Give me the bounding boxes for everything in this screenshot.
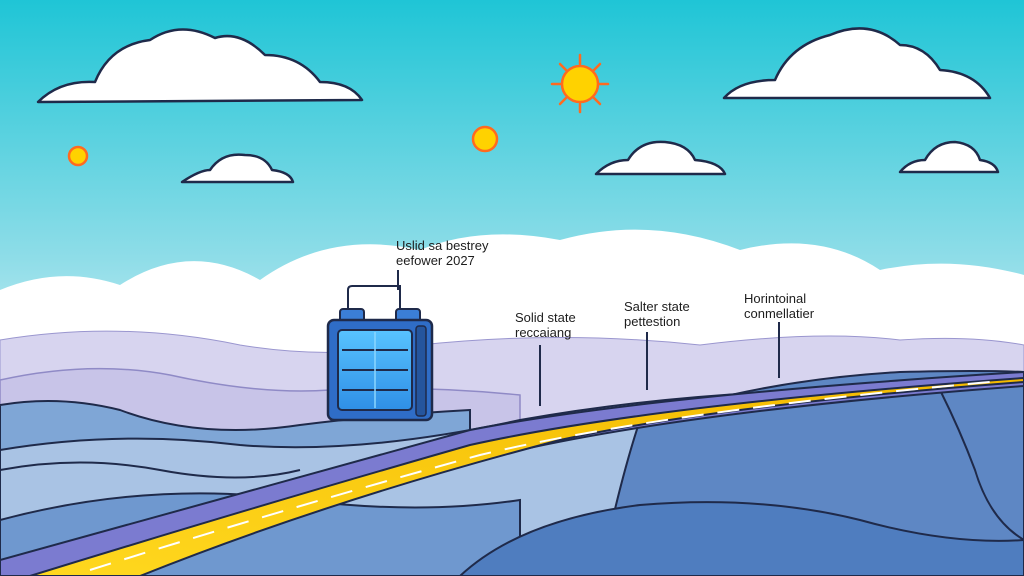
cloud-icon: [180, 153, 295, 184]
cloud-icon: [36, 28, 364, 104]
road-centerline: [89, 380, 1001, 571]
sun-icon: [550, 53, 610, 114]
battery-label-line2: eefower 2027: [396, 253, 475, 268]
cloud-icon: [722, 27, 992, 100]
ground-contour-2: [0, 461, 301, 479]
ground-contour: [939, 389, 1024, 541]
milestone-2-line1: Salter state: [624, 299, 690, 314]
milestone-3-line2: conmellatier: [744, 306, 815, 321]
road: [29, 376, 1024, 576]
cloud-icon: [898, 140, 1000, 174]
battery-label-line1: Uslid sa bestrey: [396, 238, 489, 253]
milestone-label-2: Salter state pettestion: [624, 299, 690, 329]
cloud-icon: [594, 140, 727, 176]
milestone-label-3: Horintoinal conmellatier: [744, 291, 814, 321]
sun-icon: [471, 125, 499, 153]
battery-icon: [326, 285, 434, 422]
milestone-3-line1: Horintoinal: [744, 291, 807, 306]
battery-label: Uslid sa bestrey eefower 2027: [396, 238, 488, 268]
milestone-1-line1: Solid state: [515, 310, 576, 325]
milestone-2-line2: pettestion: [624, 314, 681, 329]
milestone-1-line2: reccaiang: [515, 325, 572, 340]
sun-icon: [67, 145, 89, 167]
ground-front-right: [458, 501, 1024, 576]
milestone-label-1: Solid state reccaiang: [515, 310, 576, 340]
